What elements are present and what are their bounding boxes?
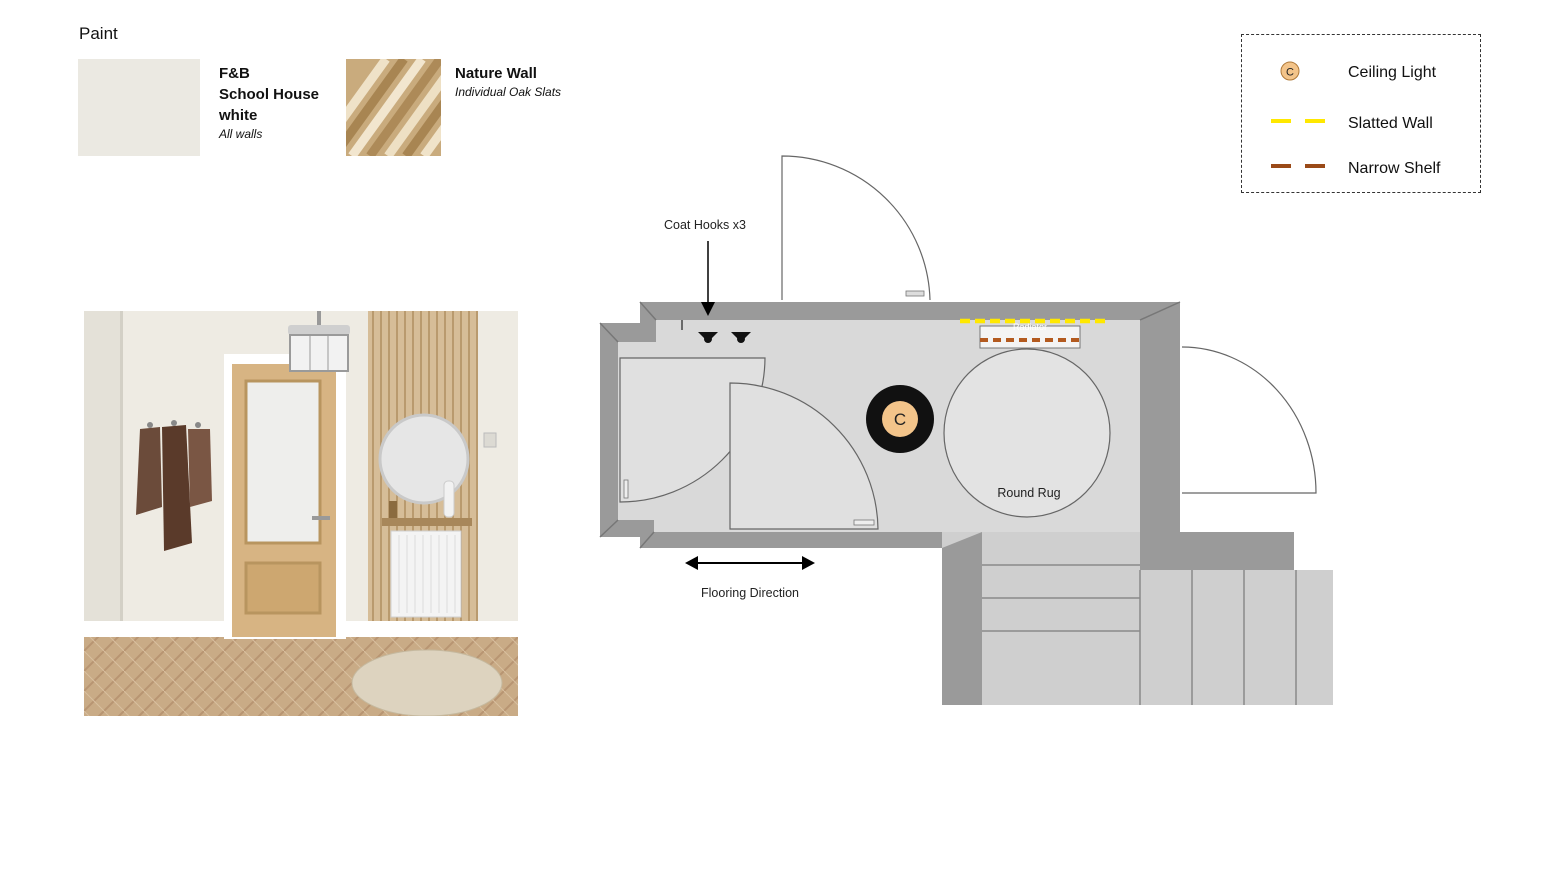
front-door-swing	[781, 155, 931, 301]
paint-swatch-school-house-white	[78, 59, 200, 156]
narrow-shelf-line-icon	[1271, 164, 1328, 168]
swatch-title-line: Nature Wall	[455, 65, 537, 82]
paint-heading: Paint	[79, 24, 118, 43]
swatch-title-line: F&B	[219, 65, 250, 82]
round-rug	[943, 348, 1111, 518]
svg-text:C: C	[1286, 67, 1294, 79]
coat-hooks-icon	[698, 332, 751, 343]
legend-label: Ceiling Light	[1348, 64, 1437, 81]
paint-swatch-oak-slats	[346, 59, 441, 156]
round-rug-label: Round Rug	[997, 486, 1060, 500]
coat-hooks-label: Coat Hooks x3	[664, 218, 746, 232]
legend-label: Narrow Shelf	[1348, 160, 1441, 177]
cupboard-door-swing	[619, 357, 766, 503]
floor-plan: Coat Hooks x3 Radiator Round Rug C Floor…	[560, 140, 1360, 730]
swatch-school-house-text: F&B School House white All walls	[219, 63, 329, 142]
radiator-label: Radiator	[1013, 322, 1047, 332]
swatch-title-line: School House	[219, 86, 320, 103]
ceiling-light-icon: C	[1280, 61, 1300, 81]
legend-item-narrow-shelf: Narrow Shelf	[1242, 155, 1480, 185]
swatch-subtitle: Individual Oak Slats	[455, 85, 562, 99]
side-door-swing	[1181, 346, 1317, 494]
swatch-nature-wall-text: Nature Wall Individual Oak Slats	[455, 63, 625, 100]
slatted-wall-line-icon	[1271, 119, 1328, 123]
legend: C Ceiling Light Slatted Wall Narrow Shel…	[1241, 34, 1481, 193]
flooring-direction-label: Flooring Direction	[701, 586, 799, 600]
legend-label: Slatted Wall	[1348, 115, 1433, 132]
inner-door-swing	[729, 382, 879, 530]
ceiling-light-symbol: C	[894, 410, 906, 429]
legend-item-ceiling-light: C Ceiling Light	[1242, 59, 1480, 89]
swatch-title-line: white	[219, 107, 258, 124]
swatch-subtitle: All walls	[219, 127, 263, 141]
legend-item-slatted-wall: Slatted Wall	[1242, 110, 1480, 140]
hallway-render-image	[84, 311, 518, 717]
